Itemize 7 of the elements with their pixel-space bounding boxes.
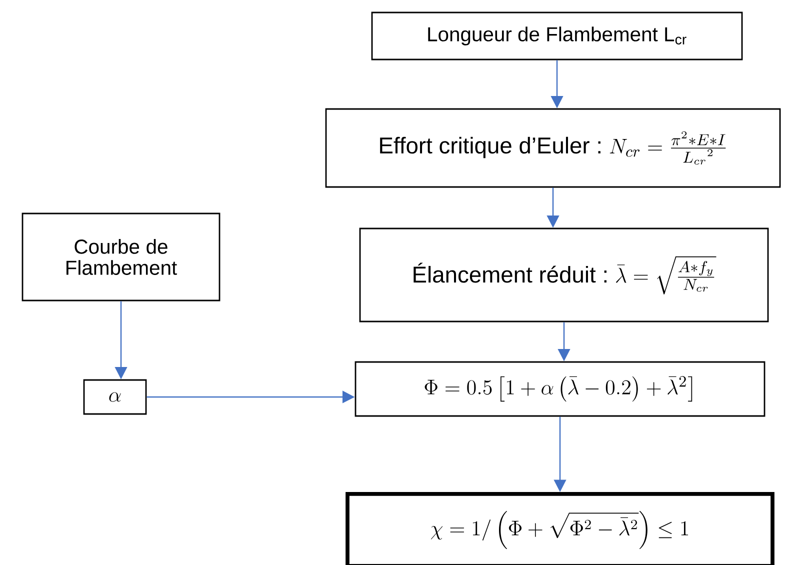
formula-box: $\alpha$ (83, 379, 147, 415)
process-box: Courbe de Flambement (22, 212, 220, 302)
process-box: Longueur de Flambement L$_{cr}$ (371, 12, 743, 60)
formula-box: $\chi = 1/\left(\Phi + \sqrt{\Phi^{2} - \bar{\lambda}^{2}}\right) \leq 1$ (346, 492, 774, 565)
formula-box: Élancement réduit : $\bar{\lambda} = \sqrt{\frac{A * f_{y}}{N_{cr}}}$ (359, 228, 769, 322)
formula-box: $\Phi = 0.5\left[1 + \alpha\left(\bar{\lambda} - 0.2\right) + \bar{\lambda}^{2}\right]$ (354, 361, 766, 417)
formula-box: Effort critique d’Euler : $N_{cr} = \frac{\pi^{2} * E * I}{{L_{cr}}^{2}}$ (325, 108, 781, 188)
